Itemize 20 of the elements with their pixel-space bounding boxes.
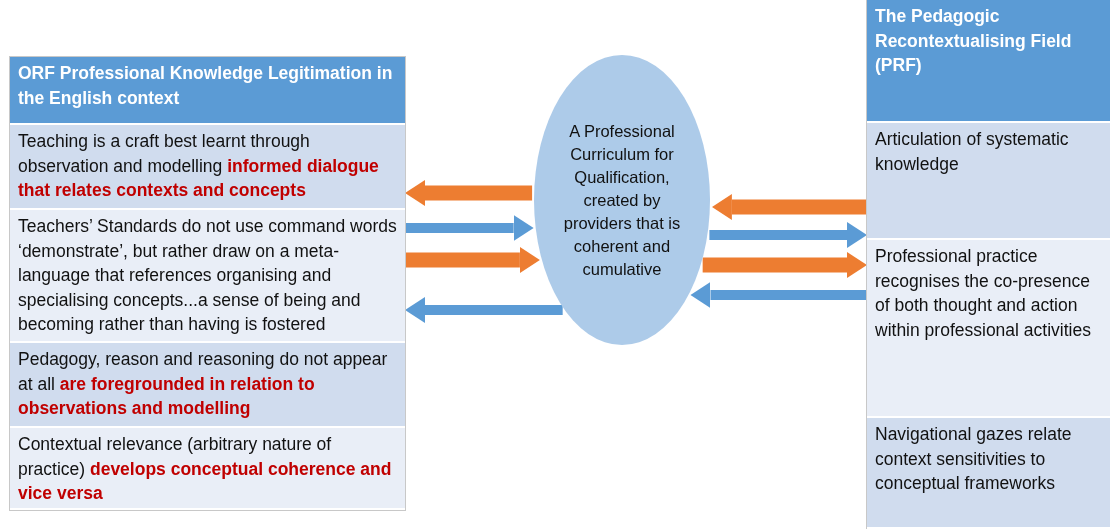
block-arrow [711, 194, 867, 220]
table-cell: Contextual relevance (arbitrary nature of practice) develops conceptual coherence and vice versa [10, 428, 405, 510]
block-arrow [405, 215, 534, 241]
block-arrow [405, 247, 540, 273]
ellipse-text: A Professional Curriculum for Qualification, created by providers that is coherent and cumulative [562, 120, 682, 280]
block-arrow [405, 297, 563, 323]
table-cell: Professional practice recognises the co-presence of both thought and action within professional activities [867, 240, 1110, 418]
block-arrow [405, 180, 533, 206]
table-frame [867, 0, 1110, 529]
block-arrow [690, 282, 867, 308]
table-frame [10, 57, 405, 510]
table-cell: Navigational gazes relate context sensitivities to conceptual frameworks [867, 418, 1110, 529]
table-cell: Teaching is a craft best learnt through observation and modelling informed dialogue that relates contexts and concepts [10, 125, 405, 210]
block-arrow [702, 252, 867, 278]
table-header: The Pedagogic Recontextualising Field (PRF) [867, 0, 1110, 123]
block-arrow [709, 222, 867, 248]
table-cell: Teachers’ Standards do not use command words ‘demonstrate’, but rather draw on a meta-language that references organising and specialising concepts...a sense of being and becoming rather than having is fostered [10, 210, 405, 343]
table-cell: Pedagogy, reason and reasoning do not appear at all are foregrounded in relation to observations and modelling [10, 343, 405, 428]
table-header: ORF Professional Knowledge Legitimation in the English context [10, 57, 405, 125]
table-cell: Articulation of systematic knowledge [867, 123, 1110, 240]
